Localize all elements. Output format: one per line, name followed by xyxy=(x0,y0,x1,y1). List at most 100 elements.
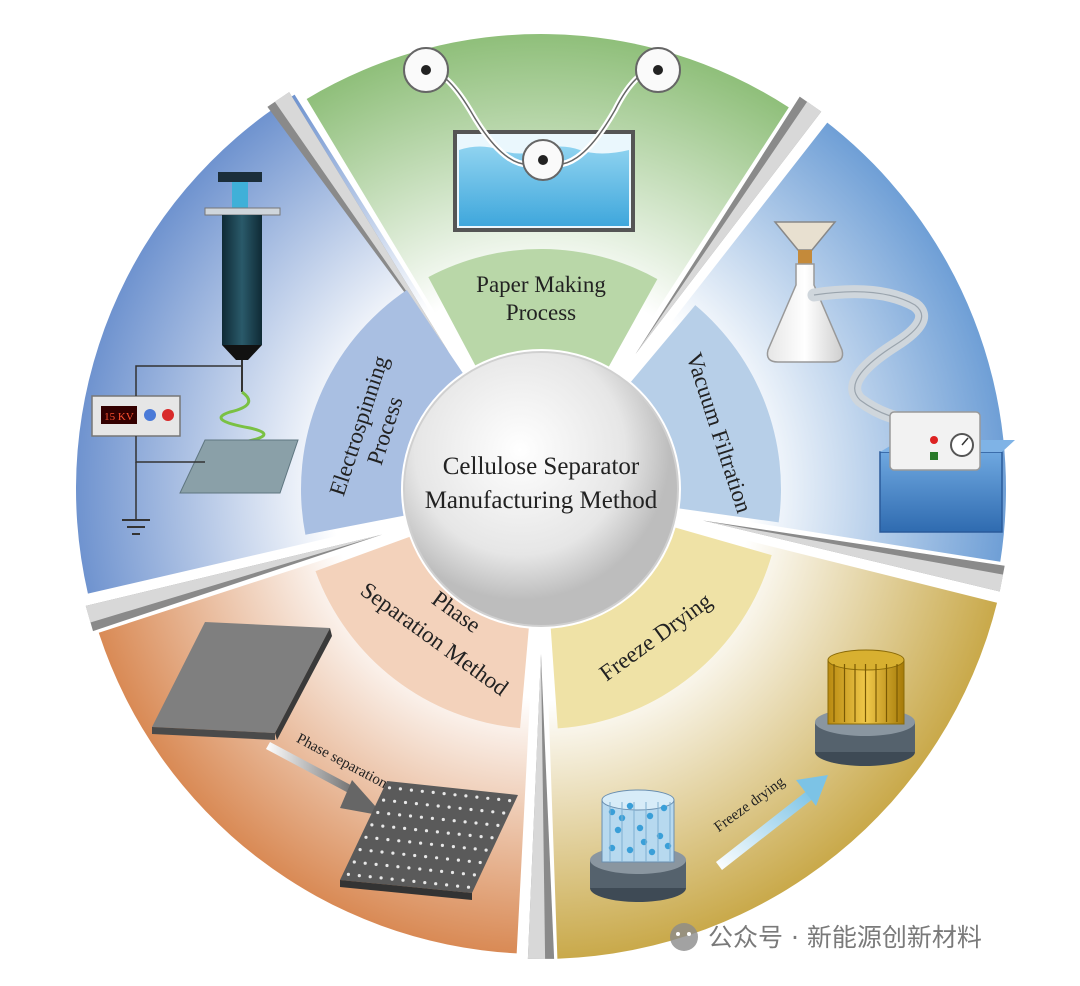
freeze-drying-illustration: Freeze drying xyxy=(590,649,915,902)
flask-stopper xyxy=(798,250,812,264)
pore-16 xyxy=(409,788,413,792)
vacuum-filtration-band xyxy=(630,305,781,523)
pore-3 xyxy=(370,823,374,827)
center-title-line1: Cellulose Separator xyxy=(443,453,640,480)
pore-1 xyxy=(382,798,386,802)
film-pores xyxy=(346,786,512,889)
separator-highlight-2 xyxy=(635,101,822,354)
pore-50 xyxy=(441,817,445,822)
ice-crystal-1 xyxy=(626,802,634,810)
pore-60 xyxy=(440,843,444,848)
electrospinning-band xyxy=(301,290,463,535)
syringe-barrel xyxy=(222,215,262,345)
plunger-rod xyxy=(232,182,248,212)
paper-label-line1: Paper Making xyxy=(476,272,606,297)
pore-33 xyxy=(425,803,429,807)
phase-arrow-head xyxy=(340,780,384,816)
pore-47 xyxy=(401,878,405,882)
gauge-needle xyxy=(961,437,969,446)
phase-separation-band xyxy=(315,536,529,729)
ice-crystals xyxy=(608,802,672,862)
electrospinning-illustration: 15 KV xyxy=(91,172,299,535)
pore-61 xyxy=(435,856,439,860)
vacuum-filtration-illustration xyxy=(766,221,1015,533)
pore-80 xyxy=(497,797,501,802)
tank-water xyxy=(459,146,629,226)
frozen-sample-top xyxy=(601,789,675,811)
pore-25 xyxy=(414,802,418,806)
pore-81 xyxy=(491,810,495,814)
pore-35 xyxy=(414,828,418,832)
solid-film xyxy=(152,622,330,733)
pore-51 xyxy=(435,830,439,834)
plunger-head xyxy=(218,172,262,182)
pore-21 xyxy=(380,850,384,854)
pump-switch xyxy=(930,452,938,460)
porous-film-edge xyxy=(340,880,472,900)
pore-84 xyxy=(473,847,477,851)
wechat-icon-eye-right xyxy=(687,932,691,936)
pore-17 xyxy=(403,800,408,805)
porous-film xyxy=(340,781,518,893)
separator-highlight-3 xyxy=(702,520,1004,592)
pore-91 xyxy=(490,836,494,840)
pore-44 xyxy=(419,841,423,845)
pore-73 xyxy=(480,809,484,813)
pore-88 xyxy=(508,799,512,803)
separator-highlight-4 xyxy=(527,654,546,959)
pore-6 xyxy=(352,860,356,864)
ice-crystal-3 xyxy=(660,804,668,812)
pore-58 xyxy=(452,819,456,823)
pore-86 xyxy=(461,872,465,876)
pore-55 xyxy=(412,879,416,884)
syringe-flange xyxy=(204,207,281,216)
inner-label-bands xyxy=(301,248,781,729)
pore-24 xyxy=(420,789,424,793)
pore-65 xyxy=(469,807,473,812)
pump-red-light xyxy=(930,436,938,444)
pore-42 xyxy=(430,816,434,821)
pore-93 xyxy=(478,860,482,865)
ice-crystal-5 xyxy=(636,824,644,832)
pore-40 xyxy=(442,792,446,796)
pore-30 xyxy=(385,863,389,868)
separator-spike-1 xyxy=(267,92,449,353)
pore-20 xyxy=(386,838,390,842)
pore-82 xyxy=(485,822,489,826)
pore-7 xyxy=(346,872,350,877)
pore-72 xyxy=(486,796,490,800)
paper-label-line2: Process xyxy=(506,300,576,325)
pore-70 xyxy=(440,869,444,874)
pore-75 xyxy=(468,833,472,838)
freeze-arrow-head xyxy=(796,775,828,806)
pore-46 xyxy=(407,866,411,870)
solid-film-side xyxy=(275,628,332,740)
pore-38 xyxy=(396,865,400,869)
wechat-icon-eye-left xyxy=(676,932,680,936)
pore-29 xyxy=(391,851,395,855)
pore-66 xyxy=(463,820,467,824)
pore-28 xyxy=(397,839,401,843)
wechat-icon xyxy=(670,923,698,951)
pore-4 xyxy=(364,835,368,839)
pore-62 xyxy=(429,868,433,872)
pore-19 xyxy=(392,825,396,829)
freeze-arrow-shaft xyxy=(716,790,814,870)
pore-63 xyxy=(423,881,427,885)
freeze-drying-band xyxy=(550,527,772,729)
voltage-display xyxy=(101,406,137,424)
aerogel-channels xyxy=(833,664,898,722)
pore-71 xyxy=(434,882,438,886)
pore-23 xyxy=(368,875,372,879)
pore-64 xyxy=(475,795,479,799)
syringe-tip xyxy=(222,345,262,360)
sector-separators xyxy=(85,92,1005,959)
pore-95 xyxy=(466,885,471,889)
watermark: 公众号 · 新能源创新材料 xyxy=(670,923,982,952)
pore-13 xyxy=(369,849,373,853)
pore-10 xyxy=(387,812,391,816)
ice-crystal-2 xyxy=(646,812,654,820)
pore-77 xyxy=(456,858,460,862)
pore-79 xyxy=(445,883,449,887)
